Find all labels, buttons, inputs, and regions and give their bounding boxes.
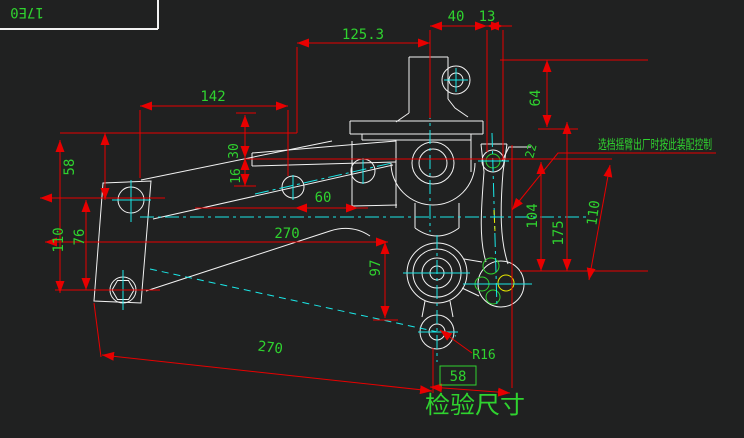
dimension-labels: 40 13 125.3 142 58 110 76 30 16 60 270 9… — [51, 9, 604, 363]
corner-label: 17E0 — [10, 4, 44, 20]
dim-label-58: 58 — [62, 159, 78, 176]
dim-label-40: 40 — [448, 9, 465, 25]
dimension-lines — [40, 21, 716, 397]
extension-lines — [55, 30, 648, 393]
reference-dimension-box: 58 — [439, 365, 477, 386]
dim-label-16: 16 — [229, 168, 244, 184]
dim-label-22: 22 — [522, 142, 539, 160]
assembly-note: 选档摇臂出厂时按此装配控制 — [598, 138, 712, 153]
dim-label-125-3: 125.3 — [342, 27, 384, 43]
dim-label-142: 142 — [200, 89, 225, 105]
dim-label-64: 64 — [528, 90, 544, 107]
selector-lever — [480, 143, 531, 265]
support-arm — [140, 140, 394, 292]
dim-label-30: 30 — [227, 143, 242, 159]
dim-label-97: 97 — [368, 260, 384, 277]
inspection-dimension-label: 检验尺寸 — [425, 391, 525, 419]
dim-label-110-right: 110 — [584, 199, 603, 226]
dim-label-60: 60 — [315, 190, 332, 206]
dim-label-175: 175 — [551, 220, 567, 245]
shift-tower — [251, 56, 484, 237]
dim-label-r16: R16 — [472, 348, 495, 363]
dim-label-270-bottom: 270 — [257, 339, 284, 358]
sheet-frame-corner: 17E0 — [0, 0, 159, 30]
dim-label-270-mid: 270 — [274, 226, 299, 242]
dim-label-ref-58: 58 — [450, 369, 467, 385]
annotations: 选档摇臂出厂时按此装配控制 检验尺寸 — [425, 138, 712, 419]
dim-label-104: 104 — [525, 203, 541, 228]
dim-label-13: 13 — [479, 9, 496, 25]
dim-label-110-left: 110 — [51, 227, 67, 252]
dim-label-76: 76 — [72, 229, 88, 246]
